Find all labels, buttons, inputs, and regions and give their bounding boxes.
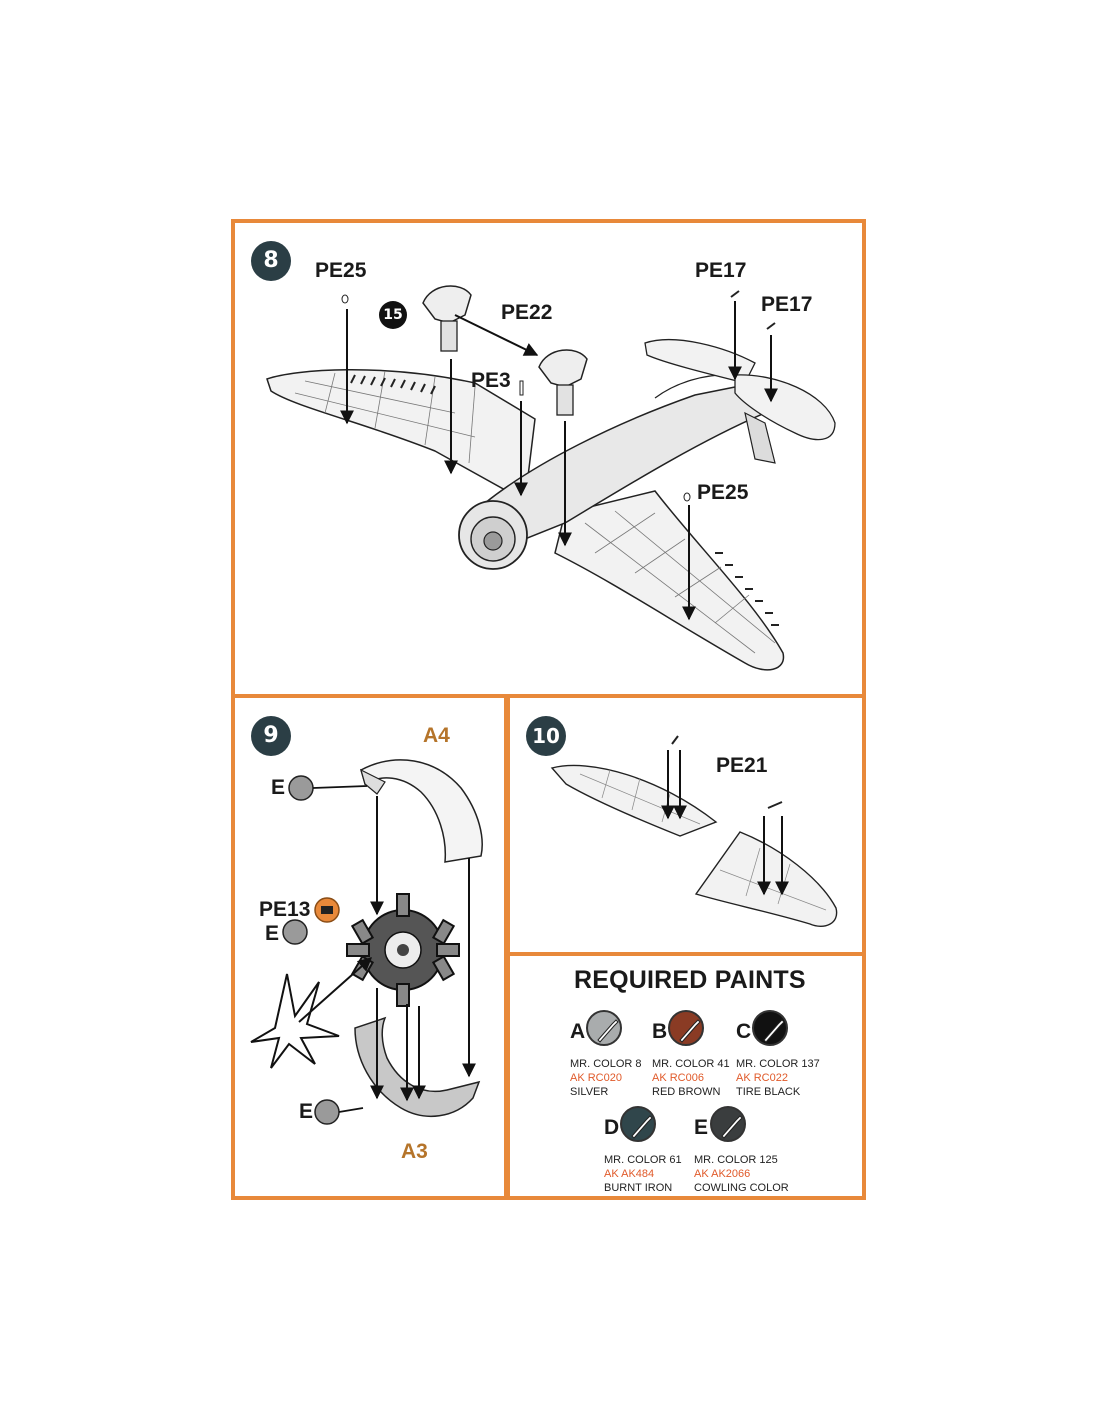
label-pe21: PE21 [716,754,768,777]
label-paint-e-engine: E [265,922,280,945]
step-10-panel: 10 PE21 [506,694,866,956]
label-pe25-left: PE25 [315,259,367,282]
paint-b-swatch [668,1010,704,1046]
paint-a-name: SILVER [570,1086,609,1098]
paint-b-letter: B [652,1020,668,1043]
paint-d-name: BURNT IRON [604,1182,673,1194]
label-pe22: PE22 [501,301,553,324]
paint-c-mr-color: MR. COLOR 137 [736,1058,820,1070]
paint-b-ak-code: AK RC006 [652,1072,704,1084]
step-8-aircraft-drawing [266,285,836,671]
paint-brush-icon [763,1019,785,1043]
paint-d-letter: D [604,1116,620,1139]
paint-e-swatch [710,1106,746,1142]
paint-b-name: RED BROWN [652,1086,721,1098]
paint-d-swatch [620,1106,656,1142]
label-a3: A3 [401,1140,428,1163]
paint-c-letter: C [736,1020,752,1043]
label-pe25-right: PE25 [697,481,749,504]
step-9-badge: 9 [251,716,291,756]
label-pe17-second: PE17 [761,293,813,316]
paint-brush-icon [597,1019,619,1043]
required-paints-title: REQUIRED PAINTS [574,966,806,994]
paint-e-ak-code: AK AK2066 [694,1168,751,1180]
label-paint-e-a4: E [271,776,286,799]
paint-e-name: COWLING COLOR [694,1182,789,1194]
paint-a-letter: A [570,1020,586,1043]
paint-brush-icon [679,1019,701,1043]
paint-e-letter: E [694,1116,709,1139]
paint-a-swatch [586,1010,622,1046]
paint-d-ak-code: AK AK484 [604,1168,655,1180]
paint-d-mr-color: MR. COLOR 61 [604,1154,682,1166]
step-10-badge: 10 [526,716,566,756]
paint-c-name: TIRE BLACK [736,1086,801,1098]
paint-c-swatch [752,1010,788,1046]
label-pe17-top: PE17 [695,259,747,282]
step-8-panel: 8 15 PE25 PE22 PE3 PE17 PE17 PE25 [231,219,866,698]
step-8-badge: 8 [251,241,291,281]
step-9-panel: 9 A4 A3 PE13 E E E [231,694,508,1200]
paint-brush-icon [721,1115,743,1139]
paint-a-mr-color: MR. COLOR 8 [570,1058,642,1070]
step-10-wing-drawing [550,735,838,927]
required-paints-panel: REQUIRED PAINTS A MR. COLOR 8 AK RC020 S… [506,952,866,1200]
paint-e-mr-color: MR. COLOR 125 [694,1154,778,1166]
label-paint-e-a3: E [299,1100,314,1123]
reference-step-15-badge: 15 [379,301,407,329]
label-pe3: PE3 [471,369,511,392]
label-a4: A4 [423,724,450,747]
paint-b-mr-color: MR. COLOR 41 [652,1058,730,1070]
paint-a-ak-code: AK RC020 [570,1072,622,1084]
step-9-engine-drawing [250,759,483,1125]
paint-c-ak-code: AK RC022 [736,1072,788,1084]
paint-brush-icon [631,1115,653,1139]
label-pe13: PE13 [259,898,311,921]
